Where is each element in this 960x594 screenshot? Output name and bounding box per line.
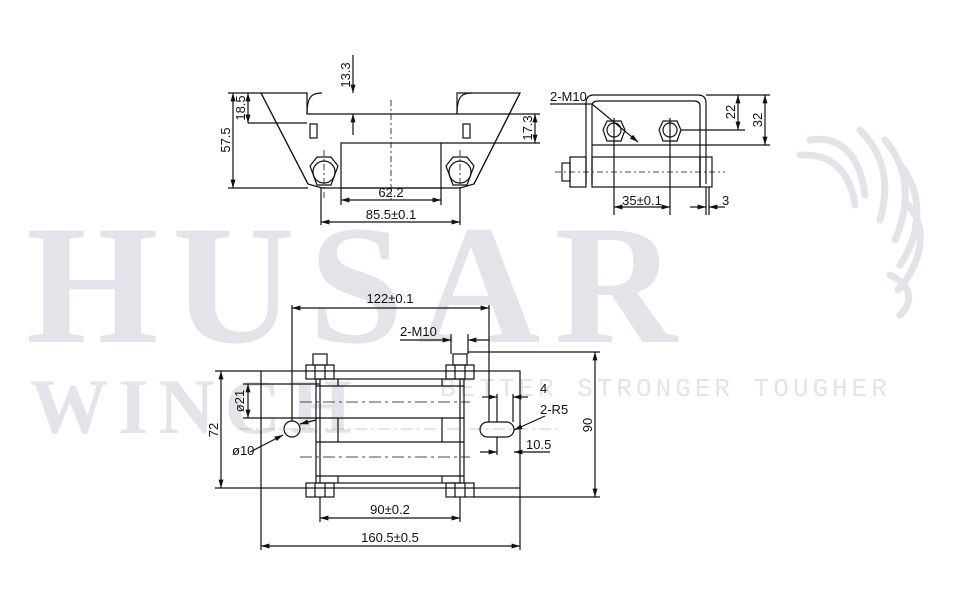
dim-side-total-h: 32 bbox=[750, 113, 765, 127]
dim-top-total-h: 90 bbox=[580, 418, 595, 432]
dim-total-w: 160.5±0.5 bbox=[361, 530, 419, 545]
front-view bbox=[228, 55, 540, 225]
dim-bolt-h: 22 bbox=[723, 105, 738, 119]
dim-bracket-h: 18.5 bbox=[233, 95, 248, 120]
watermark-brand: HUSAR bbox=[26, 191, 692, 379]
dim-body-h: 72 bbox=[206, 423, 221, 437]
dim-bolt-span: 85.5±0.1 bbox=[366, 207, 417, 222]
top-view bbox=[215, 305, 600, 550]
dim-roller-dia: ø21 bbox=[232, 390, 247, 412]
dim-top-gap: 13.3 bbox=[338, 62, 353, 87]
dim-inner-w: 62.2 bbox=[378, 185, 403, 200]
wing-icon bbox=[796, 126, 924, 319]
dim-total-h: 57.5 bbox=[218, 127, 233, 152]
dim-side-h: 17.3 bbox=[520, 115, 535, 140]
dim-plate-t: 3 bbox=[722, 193, 729, 208]
dim-hole-dia: ø10 bbox=[232, 443, 254, 458]
dim-bolt-spacing: 35±0.1 bbox=[622, 193, 662, 208]
dim-top-thread: 2-M10 bbox=[400, 324, 437, 339]
dim-slot-w: 4 bbox=[540, 381, 547, 396]
dim-side-thread: 2-M10 bbox=[550, 89, 587, 104]
dim-slot-radius: 2-R5 bbox=[540, 402, 568, 417]
watermark-sub: WINCH bbox=[30, 363, 362, 450]
dim-roller-span: 90±0.2 bbox=[370, 502, 410, 517]
dim-bolt-center-span: 122±0.1 bbox=[367, 291, 414, 306]
side-view bbox=[550, 94, 770, 215]
dim-slot-len: 10.5 bbox=[526, 437, 551, 452]
